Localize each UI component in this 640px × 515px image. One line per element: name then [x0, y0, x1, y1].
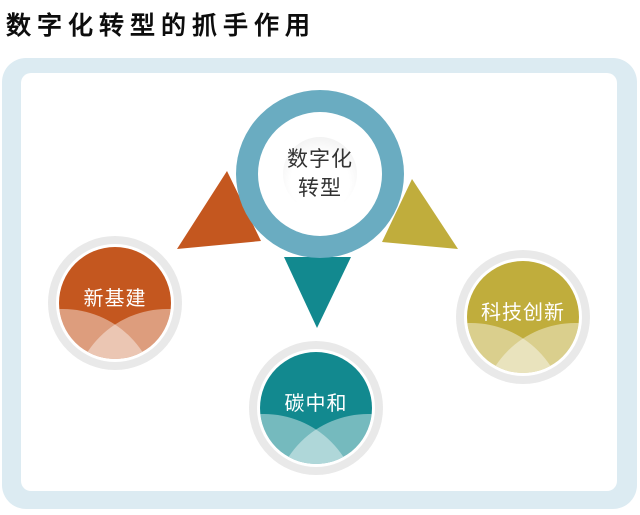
node-new-infrastructure: 新基建	[48, 236, 182, 370]
center-node-label: 数字化 转型	[287, 145, 353, 203]
node-tech-innovation-ball: 科技创新	[467, 261, 579, 373]
center-node-label-line1: 数字化	[287, 148, 353, 171]
node-tech-innovation-label: 科技创新	[481, 301, 565, 324]
center-node-digital-transformation: 数字化 转型	[236, 90, 404, 258]
node-tech-innovation: 科技创新	[456, 250, 590, 384]
node-carbon-neutrality: 碳中和	[249, 341, 383, 475]
node-new-infrastructure-label: 新基建	[83, 287, 147, 310]
node-new-infrastructure-ring: 新基建	[56, 244, 174, 362]
node-carbon-neutrality-ring: 碳中和	[257, 349, 375, 467]
node-new-infrastructure-ball: 新基建	[59, 247, 171, 359]
page-title: 数字化转型的抓手作用	[6, 12, 317, 40]
center-node-label-line2: 转型	[298, 177, 342, 200]
node-carbon-neutrality-label: 碳中和	[284, 392, 348, 415]
center-node-gap-ring: 数字化 转型	[258, 112, 382, 236]
center-node-core: 数字化 转型	[283, 137, 357, 211]
node-tech-innovation-ring: 科技创新	[464, 258, 582, 376]
node-carbon-neutrality-ball: 碳中和	[260, 352, 372, 464]
